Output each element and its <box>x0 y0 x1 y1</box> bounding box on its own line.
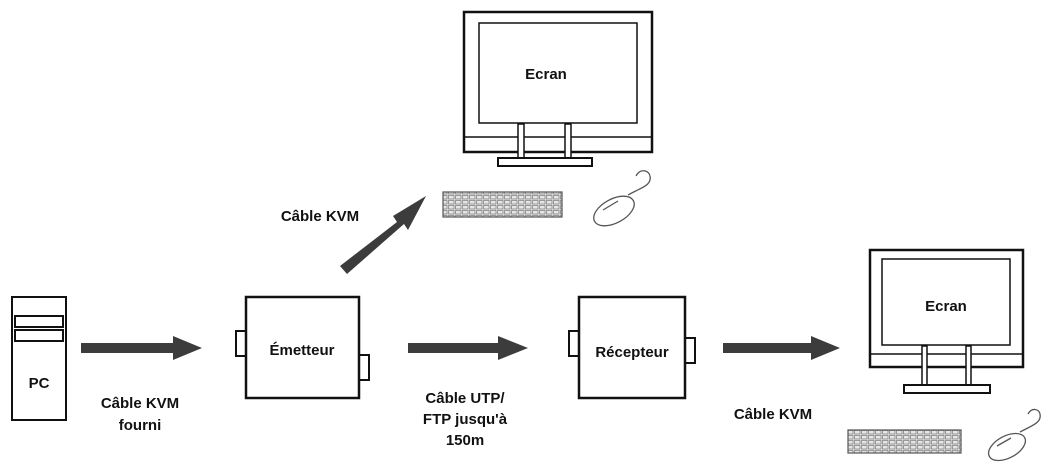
cable-utp-line2: FTP jusqu'à <box>423 411 508 428</box>
right-keyboard-icon <box>847 429 962 454</box>
arrow-pc-to-transmitter <box>81 336 202 360</box>
cable-kvm-right-label: Câble KVM <box>734 406 812 423</box>
arrow-transmitter-to-receiver <box>408 336 528 360</box>
top-mouse-icon <box>593 170 651 227</box>
cable-utp-line1: Câble UTP/ <box>425 390 505 407</box>
receiver-box: Récepteur <box>568 295 696 400</box>
right-monitor-icon: Ecran <box>868 248 1025 394</box>
pc-label: PC <box>29 375 50 392</box>
receiver-label: Récepteur <box>595 344 669 361</box>
transmitter-box: Émetteur <box>235 295 370 400</box>
cable-kvm-supplied-line1: Câble KVM <box>101 395 179 412</box>
transmitter-label: Émetteur <box>269 342 334 359</box>
arrow-receiver-to-right-monitor <box>723 336 840 360</box>
top-monitor-screen <box>478 22 638 124</box>
cable-kvm-up-label: Câble KVM <box>281 208 359 225</box>
right-monitor-screen <box>881 258 1011 346</box>
right-monitor-label: Ecran <box>925 298 967 315</box>
arrow-transmitter-to-top-monitor <box>340 196 426 274</box>
pc-tower-icon: PC <box>11 296 67 421</box>
cable-utp-line3: 150m <box>446 432 484 449</box>
top-keyboard-icon <box>442 191 563 218</box>
top-monitor-icon: Ecran <box>462 10 654 167</box>
right-mouse-icon <box>987 408 1041 462</box>
top-monitor-label: Ecran <box>525 66 567 83</box>
cable-kvm-supplied-line2: fourni <box>119 417 162 434</box>
